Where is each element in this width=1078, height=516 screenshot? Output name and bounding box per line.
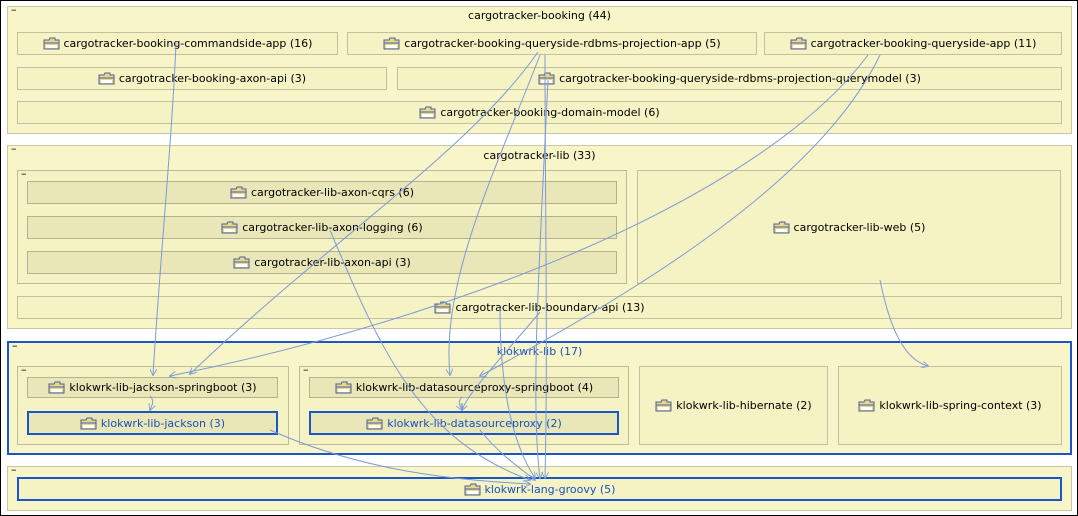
collapse-toggle[interactable]: –: [12, 339, 18, 352]
node-label: klokwrk-lib-jackson (3): [100, 416, 226, 430]
node-booking-queryside-app[interactable]: cargotracker-booking-queryside-app (11): [764, 32, 1062, 55]
collapse-toggle[interactable]: –: [11, 3, 17, 16]
node-klokwrk-lib-datasourceproxy[interactable]: klokwrk-lib-datasourceproxy (2): [309, 411, 619, 435]
node-label: cargotracker-lib-axon-cqrs (6): [251, 186, 414, 199]
package-folder-icon: [366, 417, 383, 429]
package-folder-icon: [233, 256, 250, 269]
group-title: cargotracker-lib (33): [483, 149, 596, 162]
node-label: klokwrk-lib-spring-context (3): [879, 399, 1042, 412]
collapse-toggle[interactable]: –: [11, 142, 17, 155]
node-lib-axon-cqrs[interactable]: cargotracker-lib-axon-cqrs (6): [27, 181, 617, 204]
node-label: cargotracker-booking-queryside-rdbms-pro…: [559, 72, 921, 85]
node-label: cargotracker-booking-commandside-app (16…: [63, 37, 313, 50]
node-klokwrk-lang-groovy[interactable]: klokwrk-lang-groovy (5): [17, 477, 1062, 501]
node-lib-axon-api[interactable]: cargotracker-lib-axon-api (3): [27, 251, 617, 274]
node-klokwrk-lib-spring-context[interactable]: klokwrk-lib-spring-context (3): [838, 366, 1062, 445]
node-booking-axon-api[interactable]: cargotracker-booking-axon-api (3): [17, 67, 387, 90]
node-label: klokwrk-lib-datasourceproxy (2): [387, 416, 562, 430]
package-folder-icon: [538, 72, 555, 85]
node-label: klokwrk-lib-jackson-springboot (3): [69, 381, 257, 394]
collapse-toggle[interactable]: –: [21, 363, 27, 376]
node-label: cargotracker-lib-boundary-api (13): [455, 301, 645, 314]
package-folder-icon: [434, 301, 451, 314]
package-folder-icon: [335, 381, 352, 394]
node-label: cargotracker-booking-domain-model (6): [440, 106, 660, 119]
package-folder-icon: [858, 399, 875, 412]
node-klokwrk-lib-hibernate[interactable]: klokwrk-lib-hibernate (2): [639, 366, 828, 445]
node-lib-boundary-api[interactable]: cargotracker-lib-boundary-api (13): [17, 296, 1062, 319]
node-label: klokwrk-lang-groovy (5): [484, 482, 616, 496]
node-klokwrk-lib-jackson-springboot[interactable]: klokwrk-lib-jackson-springboot (3): [27, 377, 278, 398]
node-booking-queryside-rdbms-projection-app[interactable]: cargotracker-booking-queryside-rdbms-pro…: [347, 32, 757, 55]
package-folder-icon: [790, 37, 807, 50]
package-folder-icon: [464, 483, 481, 495]
collapse-toggle[interactable]: –: [21, 167, 27, 180]
package-folder-icon: [221, 221, 238, 234]
node-booking-domain-model[interactable]: cargotracker-booking-domain-model (6): [17, 101, 1062, 124]
package-folder-icon: [80, 417, 97, 429]
group-title: klokwrk-lib (17): [496, 345, 583, 358]
package-folder-icon: [43, 37, 59, 50]
collapse-toggle[interactable]: –: [303, 363, 309, 376]
group-title: cargotracker-booking (44): [468, 9, 611, 22]
node-label: cargotracker-lib-axon-logging (6): [242, 221, 423, 234]
node-klokwrk-lib-jackson[interactable]: klokwrk-lib-jackson (3): [27, 411, 278, 435]
package-folder-icon: [419, 106, 436, 119]
package-folder-icon: [48, 381, 65, 394]
node-label: cargotracker-lib-web (5): [793, 220, 926, 234]
package-folder-icon: [98, 72, 115, 85]
package-folder-icon: [230, 186, 247, 199]
collapse-toggle[interactable]: –: [11, 463, 17, 476]
node-label: klokwrk-lib-datasourceproxy-springboot (…: [355, 381, 594, 394]
node-label: cargotracker-lib-axon-api (3): [254, 256, 411, 269]
node-lib-axon-logging[interactable]: cargotracker-lib-axon-logging (6): [27, 216, 617, 239]
package-folder-icon: [655, 399, 672, 412]
node-label: cargotracker-booking-queryside-app (11): [810, 37, 1037, 50]
node-booking-queryside-rdbms-projection-querymodel[interactable]: cargotracker-booking-queryside-rdbms-pro…: [397, 67, 1062, 90]
node-booking-commandside-app[interactable]: cargotracker-booking-commandside-app (16…: [17, 32, 338, 55]
node-label: klokwrk-lib-hibernate (2): [676, 399, 812, 412]
node-klokwrk-lib-datasourceproxy-springboot[interactable]: klokwrk-lib-datasourceproxy-springboot (…: [309, 377, 619, 398]
node-label: cargotracker-booking-axon-api (3): [118, 72, 307, 85]
node-label: cargotracker-booking-queryside-rdbms-pro…: [404, 37, 721, 50]
package-folder-icon: [773, 221, 790, 233]
package-folder-icon: [383, 37, 400, 50]
node-lib-web[interactable]: cargotracker-lib-web (5): [637, 170, 1061, 284]
